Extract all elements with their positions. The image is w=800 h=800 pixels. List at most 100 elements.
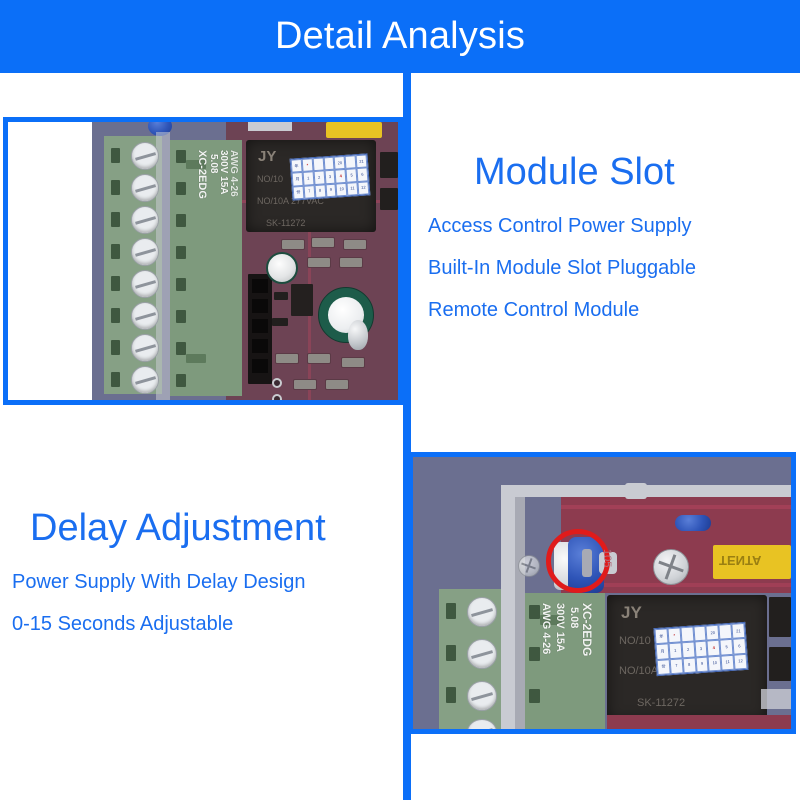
module-slot-heading: Module Slot <box>474 151 675 193</box>
terminal-notch <box>176 310 186 323</box>
sticker-cell <box>692 625 707 642</box>
pcb-mounting-hole <box>272 394 282 400</box>
terminal-notch <box>529 689 540 703</box>
module-slot-line-3: Remote Control Module <box>428 298 640 321</box>
terminal-latch <box>186 160 206 169</box>
terminal-screw <box>467 681 497 711</box>
terminal-latch <box>540 615 562 625</box>
terminal-screw <box>131 366 159 394</box>
yellow-capacitor <box>713 545 791 579</box>
sticker-cell: 20 <box>705 624 720 641</box>
terminal-wire-slot <box>111 244 120 259</box>
relay-rating-label: NO/10 <box>619 635 651 647</box>
relay-rating-label: NO/10 <box>257 174 284 184</box>
page-title: Detail Analysis <box>274 14 526 57</box>
module-slot-photo: XC-2EDG 5.08 300V 15A AWG 4-26 JY NO/10 … <box>8 122 398 400</box>
terminal-screw <box>467 639 497 669</box>
terminal-wire-slot <box>446 645 456 661</box>
terminal-screw <box>131 270 159 298</box>
smd-resistor <box>308 258 330 267</box>
sticker-cell: 3 <box>694 640 708 658</box>
connector-pitch-label: 5.08 <box>568 607 580 629</box>
pcb-edge <box>607 715 791 729</box>
sticker-cell: * <box>667 627 682 644</box>
smd-resistor <box>344 240 366 249</box>
sticker-cell: 4 <box>706 640 721 657</box>
pcb-trace <box>561 583 791 587</box>
connector-wire-label: AWG 4-26 <box>540 603 552 655</box>
relay-date-sticker: 年 * 20 21 月 1 2 3 4 5 6 份 7 8 9 10 11 12 <box>653 621 749 677</box>
metal-tab <box>761 689 791 709</box>
sticker-cell <box>680 626 695 643</box>
sticker-cell: 6 <box>356 167 369 182</box>
terminal-screw <box>131 206 159 234</box>
header-pin <box>252 279 268 293</box>
sticker-cell: 份 <box>656 658 671 676</box>
terminal-screw <box>131 334 159 362</box>
terminal-screw <box>131 238 159 266</box>
header-pin <box>252 299 268 313</box>
delay-potentiometer-highlight <box>546 529 610 593</box>
electrolytic-capacitor <box>266 252 298 284</box>
pcb-trace <box>561 505 791 509</box>
connector-rating-label: 300V 15A <box>554 603 566 652</box>
terminal-wire-slot <box>446 603 456 619</box>
terminal-wire-slot <box>111 340 120 355</box>
delay-adjustment-line-2: 0-15 Seconds Adjustable <box>12 612 234 635</box>
module-slot-text-block: Module Slot Access Control Power Supply … <box>428 151 788 342</box>
metal-inner-edge <box>515 497 525 729</box>
terminal-screw <box>131 302 159 330</box>
terminal-notch <box>529 647 540 661</box>
sticker-cell: 6 <box>732 638 747 655</box>
smd-diode <box>274 292 288 300</box>
relay-rating2-label: NO/10A 277VAC <box>257 196 324 206</box>
sticker-cell: 12 <box>733 653 748 670</box>
sticker-cell: 7 <box>669 657 684 675</box>
terminal-wire-slot <box>111 148 120 163</box>
terminal-wire-slot <box>111 212 120 227</box>
pcb-mounting-hole <box>272 378 282 388</box>
ic-chip <box>291 284 313 316</box>
connector-brand-label: XC-2EDG <box>580 603 594 657</box>
yellow-capacitor-label: TENTA <box>719 553 762 568</box>
smd-component <box>769 597 791 637</box>
terminal-notch <box>529 605 540 619</box>
page-header: Detail Analysis <box>0 0 800 73</box>
photo-white-margin <box>8 122 92 400</box>
smd-resistor <box>326 380 348 389</box>
terminal-notch <box>176 214 186 227</box>
sticker-cell: 9 <box>695 656 710 673</box>
sticker-cell <box>718 623 733 641</box>
terminal-notch <box>176 342 186 355</box>
relay-part-label: SK-11272 <box>266 218 306 228</box>
header-pin <box>252 319 268 333</box>
connector-brand-label: XC-2EDG <box>196 150 208 199</box>
delay-adjustment-photo-frame: 105 TENTA AWG 4-26 300V 15A 5.08 XC-2EDG… <box>408 452 796 734</box>
sticker-cell: 2 <box>681 641 696 658</box>
smd-resistor <box>340 258 362 267</box>
sticker-cell: 11 <box>720 654 735 671</box>
sticker-cell: 5 <box>719 639 734 656</box>
led-indicator <box>348 320 368 350</box>
sticker-cell: 月 <box>655 643 670 660</box>
relay-part-label: SK-11272 <box>637 697 686 709</box>
terminal-latch <box>186 354 206 363</box>
terminal-wire-slot <box>111 180 120 195</box>
blue-component <box>675 515 711 531</box>
terminal-wire-slot <box>111 308 120 323</box>
terminal-notch <box>176 182 186 195</box>
terminal-notch <box>176 150 186 163</box>
terminal-screw <box>131 142 159 170</box>
smd-resistor <box>312 238 334 247</box>
smd-resistor <box>342 358 364 367</box>
terminal-notch <box>176 246 186 259</box>
connector-wire-label: AWG 4-26 <box>228 150 239 197</box>
module-slot-line-2: Built-In Module Slot Pluggable <box>428 256 696 279</box>
module-slot-line-1: Access Control Power Supply <box>428 214 692 237</box>
delay-adjustment-text-block: Delay Adjustment Power Supply With Delay… <box>12 507 402 656</box>
metal-side-edge <box>501 485 515 729</box>
standoff <box>625 483 647 499</box>
smd-component <box>380 188 398 210</box>
sticker-cell: 21 <box>731 622 746 640</box>
terminal-notch <box>176 278 186 291</box>
